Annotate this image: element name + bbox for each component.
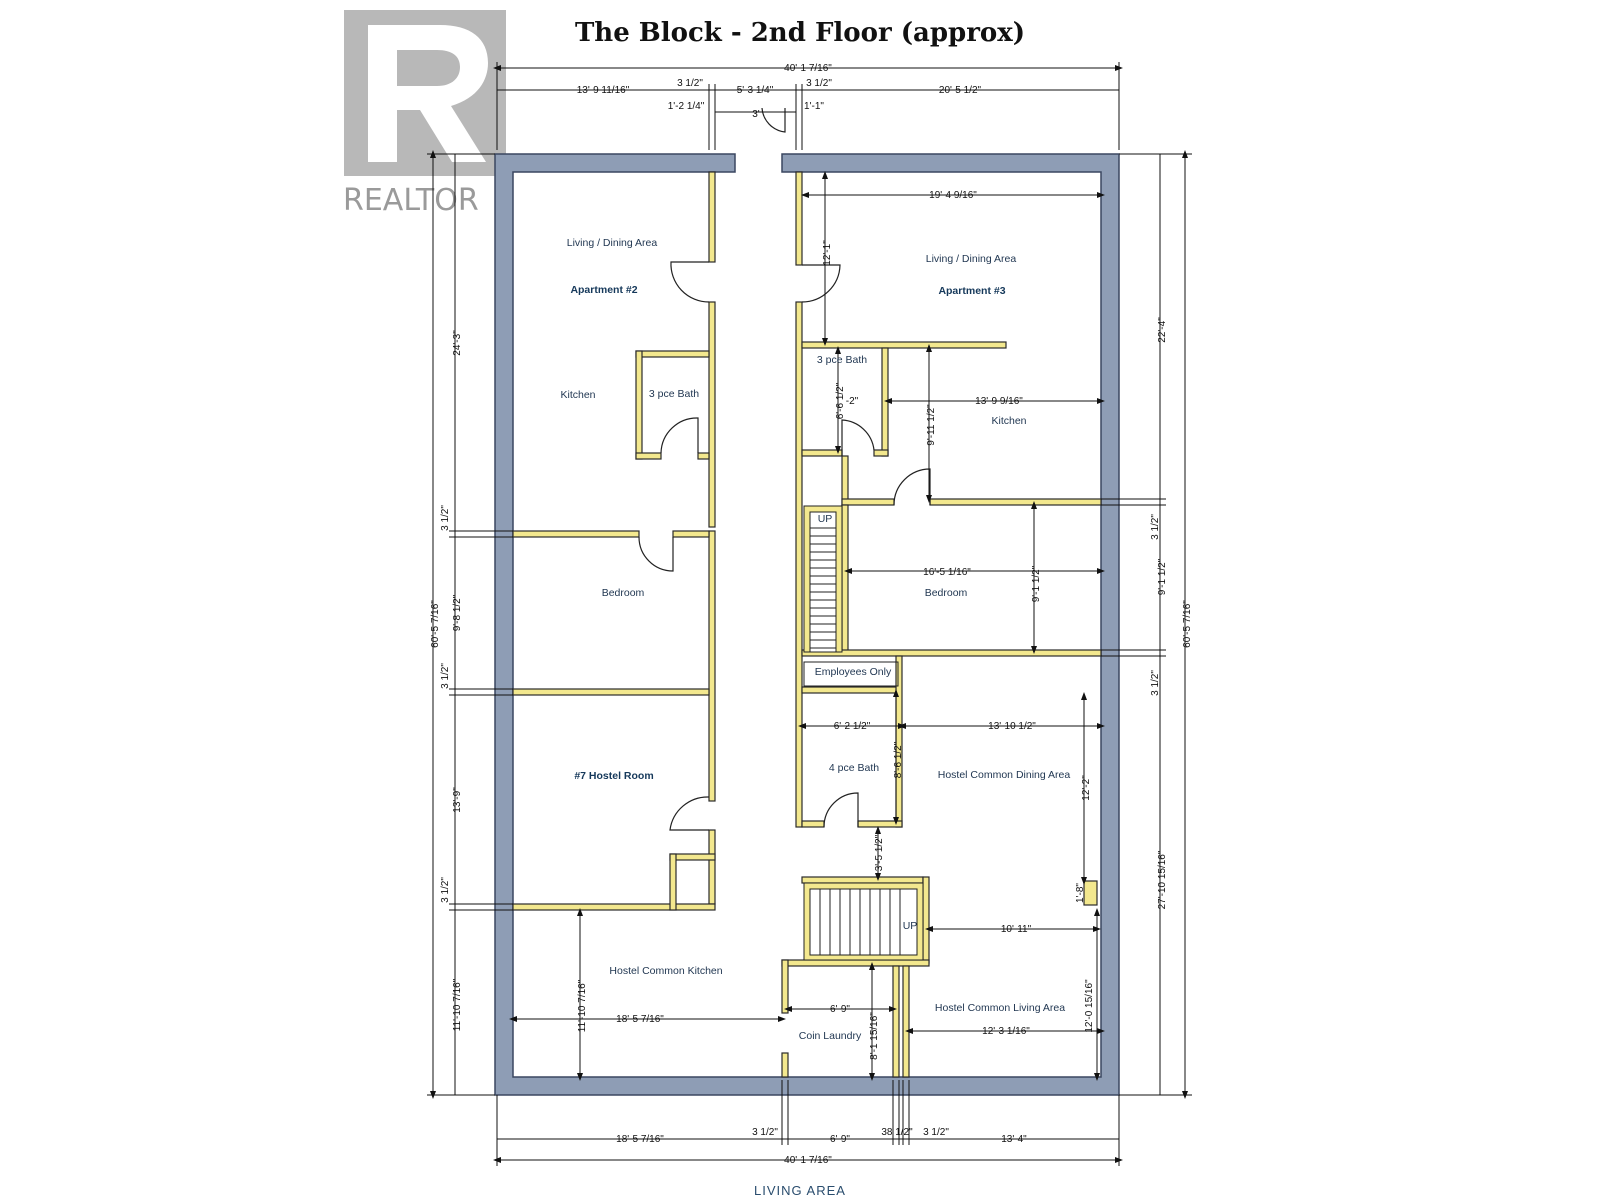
stairs-upper: [803, 505, 843, 653]
dim-bot-b: 3 1/2": [752, 1127, 778, 1138]
label-apt2-living: Living / Dining Area: [567, 237, 658, 249]
dim-left-b: 3 1/2": [440, 505, 451, 531]
dim-left-total: 60'-5 7/16": [430, 600, 441, 648]
room-labels: Living / Dining Area Apartment #2 Kitche…: [560, 237, 1070, 1042]
dim-left-e: 13'-9": [452, 787, 463, 813]
label-apt2-bath: 3 pce Bath: [649, 388, 699, 400]
dim-bath3-width: -2": [846, 396, 859, 407]
dim-dining-height: 12'-2": [1081, 775, 1092, 801]
dim-bot-f: 13'-4": [1001, 1134, 1027, 1145]
dim-laundry-width: 6'-9": [830, 1004, 850, 1015]
dim-stair-width: 10'-11": [1001, 924, 1032, 935]
dim-kitchen-height: 11'-10 7/16": [577, 979, 588, 1032]
dim-left-d: 3 1/2": [440, 663, 451, 689]
label-hostel-kitchen: Hostel Common Kitchen: [609, 965, 722, 977]
realtor-watermark-text: REALTOR: [343, 183, 479, 218]
label-coin-laundry: Coin Laundry: [799, 1030, 862, 1042]
dim-bot-c: 6'-9": [830, 1134, 850, 1145]
dim-kitchen3-width: 13'-9 9/16": [975, 396, 1023, 407]
dim-right-total: 60'-5 7/16": [1182, 600, 1193, 648]
dim-right-e: 27'-10 15/16": [1157, 850, 1168, 909]
realtor-logo-r: [368, 25, 488, 162]
label-stair-up-upper: UP: [818, 513, 833, 525]
label-apt2-kitchen: Kitchen: [560, 389, 595, 401]
employees-only-box: [803, 661, 899, 687]
dim-left-a: 24'-3": [452, 330, 463, 356]
dim-right-d: 3 1/2": [1150, 670, 1161, 696]
dim-apt3-width: 19'-4 9/16": [929, 190, 977, 201]
dim-bot-d: 38 1/2": [881, 1127, 913, 1138]
dim-top-total: 40'-1 7/16": [784, 63, 832, 74]
label-apt2-name: Apartment #2: [570, 284, 637, 296]
dim-top-c: 5'-3 1/4": [737, 85, 774, 96]
label-stair-up-lower: UP: [903, 920, 918, 932]
dim-top-d: 3 1/2": [806, 78, 832, 89]
realtor-logo-watermark: REALTOR ®: [343, 10, 511, 218]
label-apt3-bath: 3 pce Bath: [817, 354, 867, 366]
dim-living-height: 12'-0 15/16": [1084, 979, 1095, 1033]
dim-laundry-height: 8'-1 15/16": [869, 1012, 880, 1060]
label-employees-only: Employees Only: [815, 666, 892, 678]
footer-label: LIVING AREA: [754, 1183, 846, 1198]
dim-kitchen3-height: 9'-11 1/2": [926, 404, 937, 446]
dimension-lines: [427, 62, 1192, 1166]
dim-bot-a: 18'-5 7/16": [616, 1134, 664, 1145]
doors: [638, 107, 931, 831]
dim-bath3-height: 6'-6 1/2": [835, 382, 846, 419]
dim-right-a: 22'-4": [1157, 317, 1168, 343]
dim-bot-total: 40'-1 7/16": [784, 1155, 832, 1166]
stairs-lower: [803, 882, 924, 961]
dim-top-f: 1'-2 1/4": [668, 101, 705, 112]
dim-left-f: 3 1/2": [440, 877, 451, 903]
dim-top-g: 3': [752, 109, 760, 120]
label-4pce-bath: 4 pce Bath: [829, 762, 879, 774]
label-hostel-dining: Hostel Common Dining Area: [938, 769, 1071, 781]
dim-left-g: 11'-10 7/16": [452, 978, 463, 1031]
dim-right-b: 3 1/2": [1150, 514, 1161, 540]
dim-right-c: 9'-1 1/2": [1157, 558, 1168, 595]
dim-top-a: 13'-9 11/16": [577, 85, 630, 96]
dimension-labels: 40'-1 7/16" 13'-9 11/16" 3 1/2" 5'-3 1/4…: [430, 63, 1193, 1166]
label-apt2-bedroom: Bedroom: [602, 587, 645, 599]
dim-top-h: 1'-1": [804, 101, 824, 112]
label-apt3-kitchen: Kitchen: [991, 415, 1026, 427]
dim-living-width: 12'-3 1/16": [982, 1026, 1030, 1037]
label-apt3-bedroom: Bedroom: [925, 587, 968, 599]
dim-top-e: 20'-5 1/2": [939, 85, 982, 96]
dim-bed3-width: 16'-5 1/16": [923, 567, 971, 578]
dim-bed3-height: 9'-1 1/2": [1031, 565, 1042, 602]
label-apt3-name: Apartment #3: [938, 285, 1005, 297]
page-title: The Block - 2nd Floor (approx): [574, 18, 1026, 48]
dim-left-c: 9'-8 1/2": [452, 594, 463, 631]
dim-bath4-height: 8'-6 1/2": [893, 741, 904, 778]
dim-dining-width: 13'-10 1/2": [988, 721, 1036, 732]
dim-top-b: 3 1/2": [677, 78, 703, 89]
dim-kitchen-width: 18'-5 7/16": [616, 1014, 664, 1025]
label-apt3-living: Living / Dining Area: [926, 253, 1017, 265]
dim-post: 1'-8": [1075, 883, 1086, 903]
dim-bath4-width: 6'-2 1/2": [834, 721, 871, 732]
dim-bot-e: 3 1/2": [923, 1127, 949, 1138]
label-hostel-room-7: #7 Hostel Room: [574, 770, 653, 782]
dim-apt3-height: 12'-1": [822, 240, 833, 266]
dim-hall: 3'-5 1/2": [874, 834, 885, 871]
label-hostel-living: Hostel Common Living Area: [935, 1002, 1065, 1014]
